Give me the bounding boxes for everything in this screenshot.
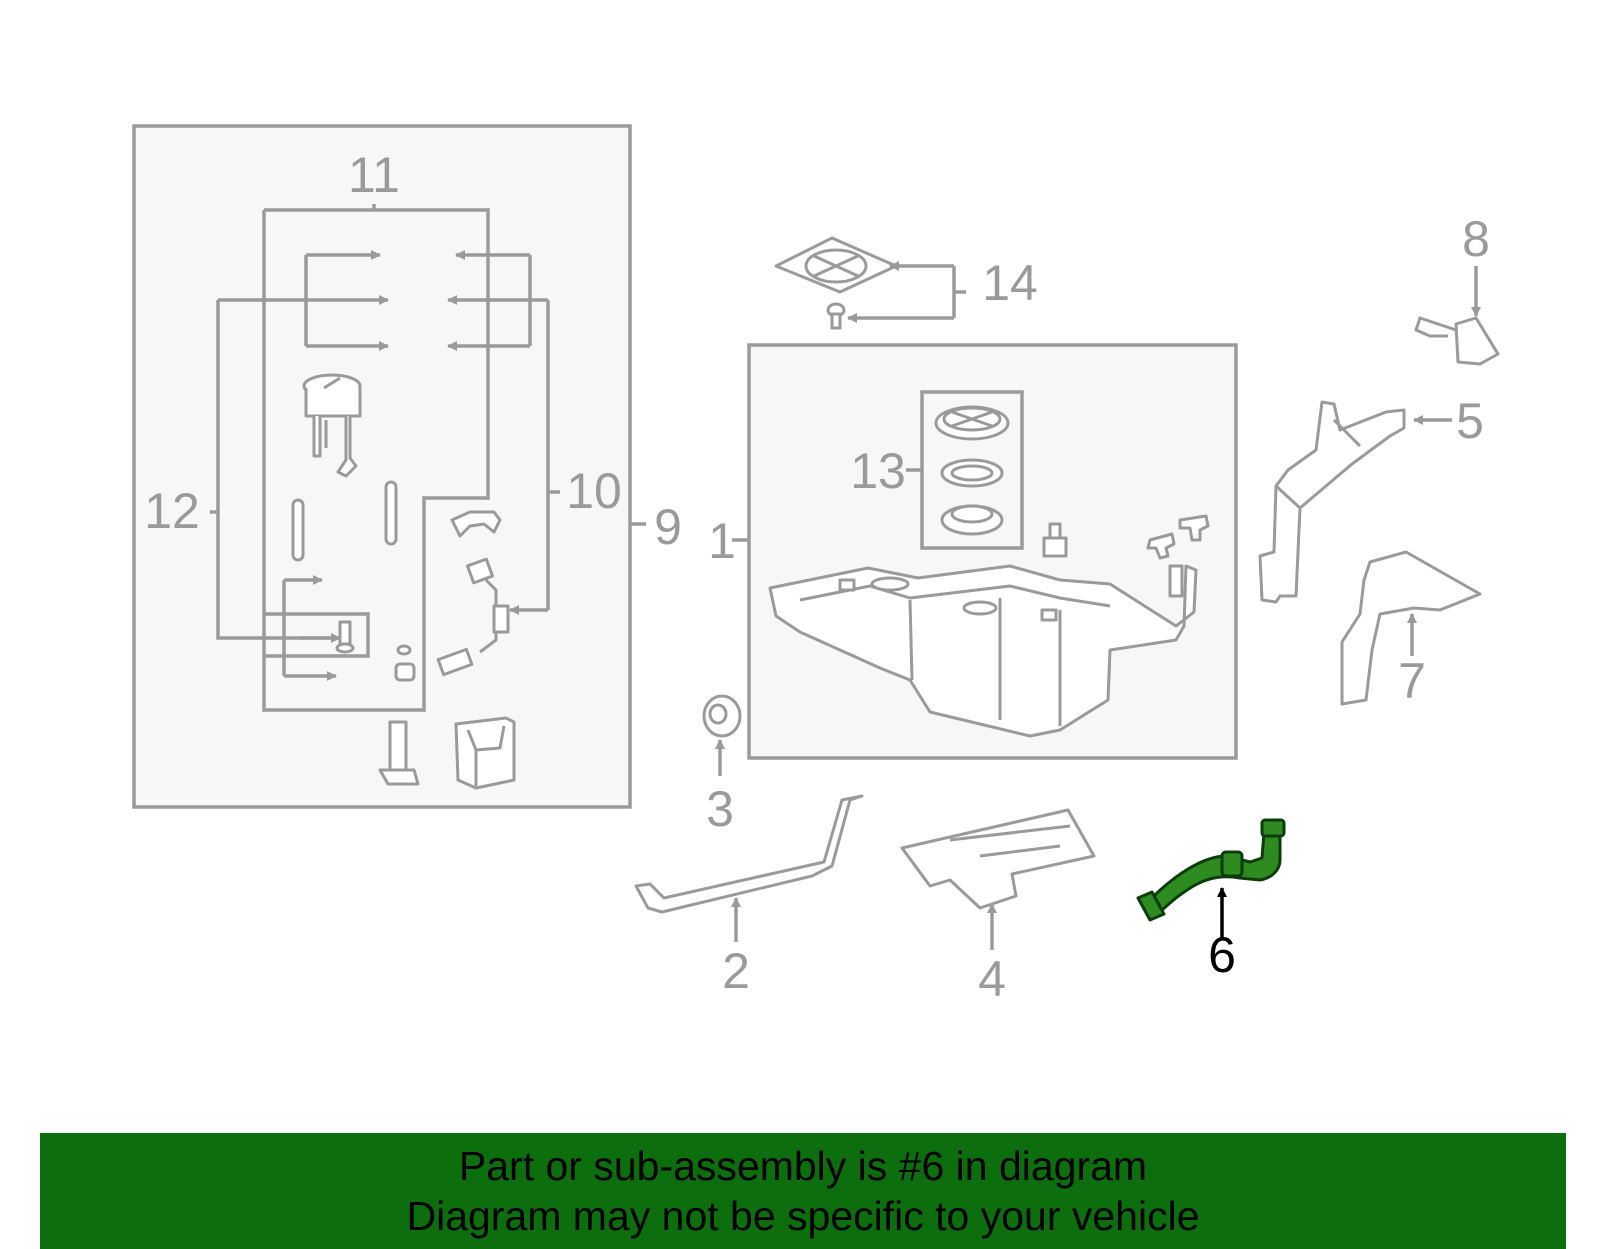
clip-part xyxy=(450,510,502,538)
callout-4[interactable]: 4 xyxy=(978,951,1006,1007)
gasket-ring xyxy=(940,458,1004,488)
fuel-pump-module xyxy=(302,373,362,478)
callout-9[interactable]: 9 xyxy=(654,499,682,555)
fuel-pump-assembly-panel xyxy=(132,124,632,809)
callout-14[interactable]: 14 xyxy=(982,255,1038,311)
bracket-14 xyxy=(952,266,966,318)
callout-11[interactable]: 11 xyxy=(348,147,400,203)
callout-7[interactable]: 7 xyxy=(1398,653,1426,709)
bracket-12 xyxy=(210,300,338,640)
info-banner: Part or sub-assembly is #6 in diagram Di… xyxy=(40,1133,1566,1249)
clips-pair xyxy=(1146,514,1210,560)
o-ring-small xyxy=(394,644,416,682)
bracket-12-inner xyxy=(264,612,370,658)
seal-ring xyxy=(940,504,1004,536)
callout-5[interactable]: 5 xyxy=(1456,393,1484,449)
cover-bolt xyxy=(826,302,846,330)
sender-unit xyxy=(436,557,510,677)
filler-hose-highlighted xyxy=(1136,818,1286,922)
fuel-tank xyxy=(768,564,1198,738)
jet-pump-part xyxy=(378,720,420,786)
callout-2[interactable]: 2 xyxy=(722,943,750,999)
access-cover xyxy=(774,236,898,294)
tank-strap xyxy=(634,794,864,914)
fuel-cap xyxy=(1414,316,1500,366)
callout-13[interactable]: 13 xyxy=(850,443,906,499)
lock-ring xyxy=(934,405,1010,441)
filter-tube-right xyxy=(384,480,398,546)
callout-6[interactable]: 6 xyxy=(1208,927,1236,983)
callout-1[interactable]: 1 xyxy=(708,513,736,569)
callout-3[interactable]: 3 xyxy=(706,781,734,837)
banner-line-part: Part or sub-assembly is #6 in diagram xyxy=(458,1143,1148,1189)
callout-10[interactable]: 10 xyxy=(566,463,622,519)
heat-shield xyxy=(900,808,1096,910)
heat-shield-ribs xyxy=(949,824,1071,858)
filler-pipe xyxy=(1258,400,1406,604)
valve-part xyxy=(1042,522,1068,558)
reservoir-cup xyxy=(454,716,516,790)
banner-line-disclaimer: Diagram may not be specific to your vehi… xyxy=(406,1193,1200,1239)
callout-12[interactable]: 12 xyxy=(144,483,200,539)
bracket-10 xyxy=(546,300,560,610)
callout-8[interactable]: 8 xyxy=(1462,211,1490,267)
grommet xyxy=(702,694,742,738)
bracket-11 xyxy=(262,204,490,712)
regulator-part xyxy=(335,620,355,654)
splash-shield xyxy=(1340,550,1482,706)
filter-tube-left xyxy=(291,498,305,562)
